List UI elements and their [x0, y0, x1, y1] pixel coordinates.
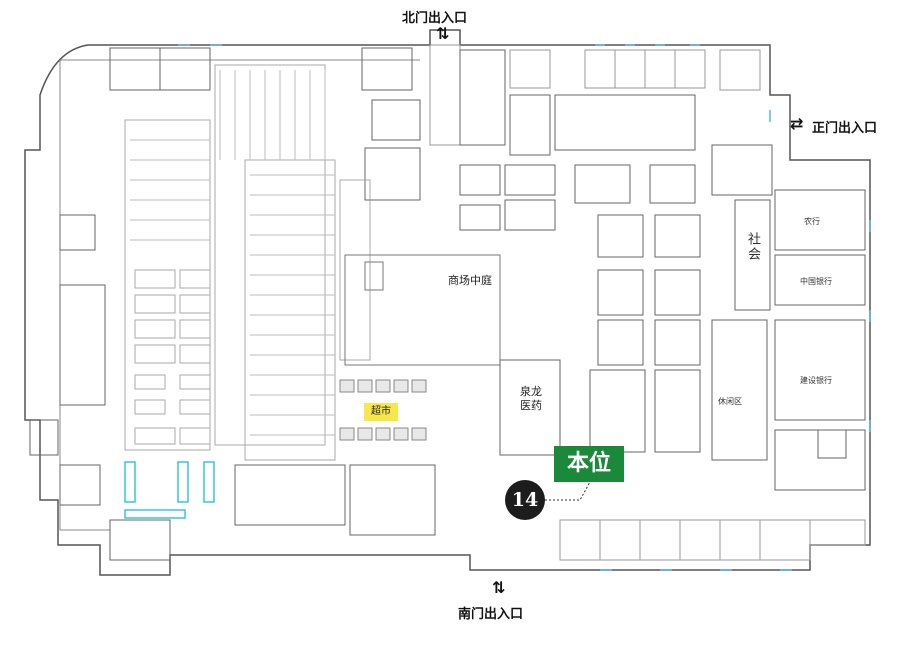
south-entrance-label: 南门出入口: [458, 607, 524, 622]
china-bank-label: 中国银行: [800, 277, 832, 286]
rest-area-label: 休闲区: [718, 397, 742, 406]
pharmacy-label: 泉龙医药: [520, 385, 542, 412]
store-number-marker: 14: [505, 480, 545, 520]
atrium-label: 商场中庭: [448, 274, 492, 287]
bank-small-label: 农行: [804, 217, 820, 226]
supermarket-label: 超市: [364, 403, 398, 421]
you-are-here-badge: 本位: [554, 446, 624, 482]
north-entrance-label: 北门出入口: [402, 11, 468, 26]
double-arrow-icon: ⇅: [492, 578, 506, 597]
ccb-label: 建设银行: [800, 376, 832, 385]
social-label: 社会: [745, 232, 760, 262]
east-entrance-label: 正门出入口: [812, 121, 878, 136]
double-arrow-icon: ⇅: [436, 24, 450, 43]
double-arrow-icon: ⇄: [790, 114, 804, 133]
